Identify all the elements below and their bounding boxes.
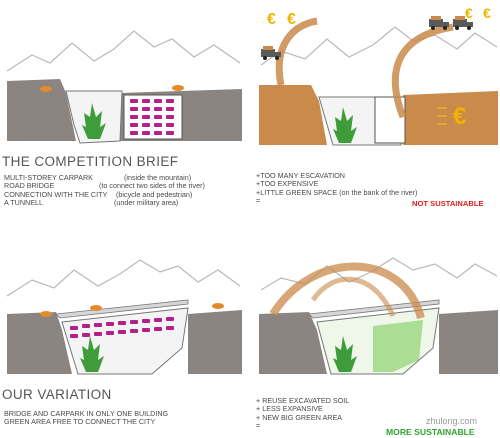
verdict-not-sustainable: NOT SUSTAINABLE bbox=[412, 199, 484, 208]
ground-left bbox=[259, 312, 327, 374]
mountain-outline bbox=[260, 26, 498, 66]
mountain-outline bbox=[6, 30, 241, 72]
benefit-item: + LESS EXPANSIVE bbox=[256, 404, 323, 414]
critique-item: = bbox=[256, 196, 261, 206]
euro-icon: € bbox=[483, 5, 491, 21]
critique-item: +LITTLE GREEN SPACE (on the bank of the … bbox=[256, 187, 418, 197]
excavation-arrow-right bbox=[391, 23, 454, 119]
truck-icon bbox=[261, 46, 281, 60]
cars bbox=[130, 99, 174, 135]
ground-right bbox=[188, 310, 242, 374]
euro-icon: € bbox=[453, 103, 467, 130]
brief-item-note: (inside the mountain) bbox=[124, 173, 192, 182]
car-right bbox=[212, 303, 224, 309]
brief-item-label: ROAD BRIDGE bbox=[4, 181, 55, 191]
tree bbox=[82, 103, 106, 139]
bridge-deck bbox=[308, 299, 440, 319]
ground-left bbox=[7, 79, 76, 141]
watermark: zhulong.com bbox=[426, 416, 478, 426]
brief-item-note: (to connect two sides of the river) bbox=[99, 181, 205, 191]
tree bbox=[333, 336, 357, 372]
car-right bbox=[172, 85, 184, 91]
euro-icon: € bbox=[287, 11, 296, 28]
car-left bbox=[40, 86, 52, 92]
tree bbox=[333, 107, 357, 143]
car-mid bbox=[90, 305, 102, 311]
benefits-list: + REUSE EXCAVATED SOIL + LESS EXPANSIVE … bbox=[256, 396, 498, 431]
excavated-ground bbox=[259, 85, 327, 145]
section-drawing-benefits bbox=[259, 257, 498, 375]
variation-item: BRIDGE AND CARPARK IN ONLY ONE BUILDING bbox=[4, 409, 169, 418]
euro-icon: € bbox=[465, 5, 473, 21]
diagram-benefits bbox=[253, 240, 498, 375]
bridge-deck bbox=[55, 299, 189, 319]
benefit-item: + NEW BIG GREEN AREA bbox=[256, 412, 343, 422]
brief-item-note: (bicycle and pedestrian) bbox=[116, 189, 193, 199]
brief-item-label: A TUNNELL bbox=[4, 198, 44, 208]
tree bbox=[80, 336, 104, 372]
excavation-arrow-left bbox=[275, 17, 318, 86]
soil-reuse-arrow-2 bbox=[310, 276, 396, 318]
euro-icon: € bbox=[267, 11, 276, 28]
section-drawing-critique bbox=[259, 16, 498, 146]
critique-item: +TOO MANY ESCAVATION bbox=[256, 171, 345, 180]
truck-icon bbox=[453, 16, 473, 30]
variation-list: BRIDGE AND CARPARK IN ONLY ONE BUILDING … bbox=[4, 409, 246, 427]
cars bbox=[70, 317, 174, 338]
benefit-item: = bbox=[256, 421, 261, 431]
ground-right bbox=[403, 91, 498, 145]
verdict-more-sustainable: MORE SUSTAINABLE bbox=[386, 427, 475, 437]
section-drawing-variation bbox=[6, 259, 242, 375]
cost-arrows bbox=[437, 107, 447, 125]
benefit-item: + REUSE EXCAVATED SOIL bbox=[256, 396, 350, 405]
mountain-outline bbox=[6, 259, 241, 297]
diagram-variation bbox=[2, 240, 247, 375]
brief-item-label: MULTI-STOREY CARPARK bbox=[4, 173, 93, 182]
truck-icon bbox=[429, 16, 449, 30]
critique-list: +TOO MANY ESCAVATION +TOO EXPENSIVE +LIT… bbox=[256, 171, 498, 206]
ground-right bbox=[439, 310, 498, 374]
section-drawing-brief bbox=[6, 30, 242, 144]
brief-item-label: CONNECTION WITH THE CITY bbox=[4, 189, 108, 199]
brief-list: MULTI-STOREY CARPARK (inside the mountain… bbox=[4, 173, 246, 208]
variation-heading: OUR VARIATION bbox=[2, 387, 112, 402]
ground-left bbox=[7, 312, 72, 374]
diagram-critique: € € € € € bbox=[253, 5, 498, 146]
variation-item: GREEN AREA FREE TO CONNECT THE CITY bbox=[4, 417, 156, 427]
brief-heading: THE COMPETITION BRIEF bbox=[2, 154, 179, 169]
car-left bbox=[40, 311, 52, 317]
diagram-brief bbox=[2, 5, 247, 144]
green-area bbox=[373, 320, 423, 372]
soil-reuse-arrow bbox=[269, 262, 425, 320]
brief-item-note: (under military area) bbox=[114, 198, 179, 208]
critique-item: +TOO EXPENSIVE bbox=[256, 179, 319, 189]
